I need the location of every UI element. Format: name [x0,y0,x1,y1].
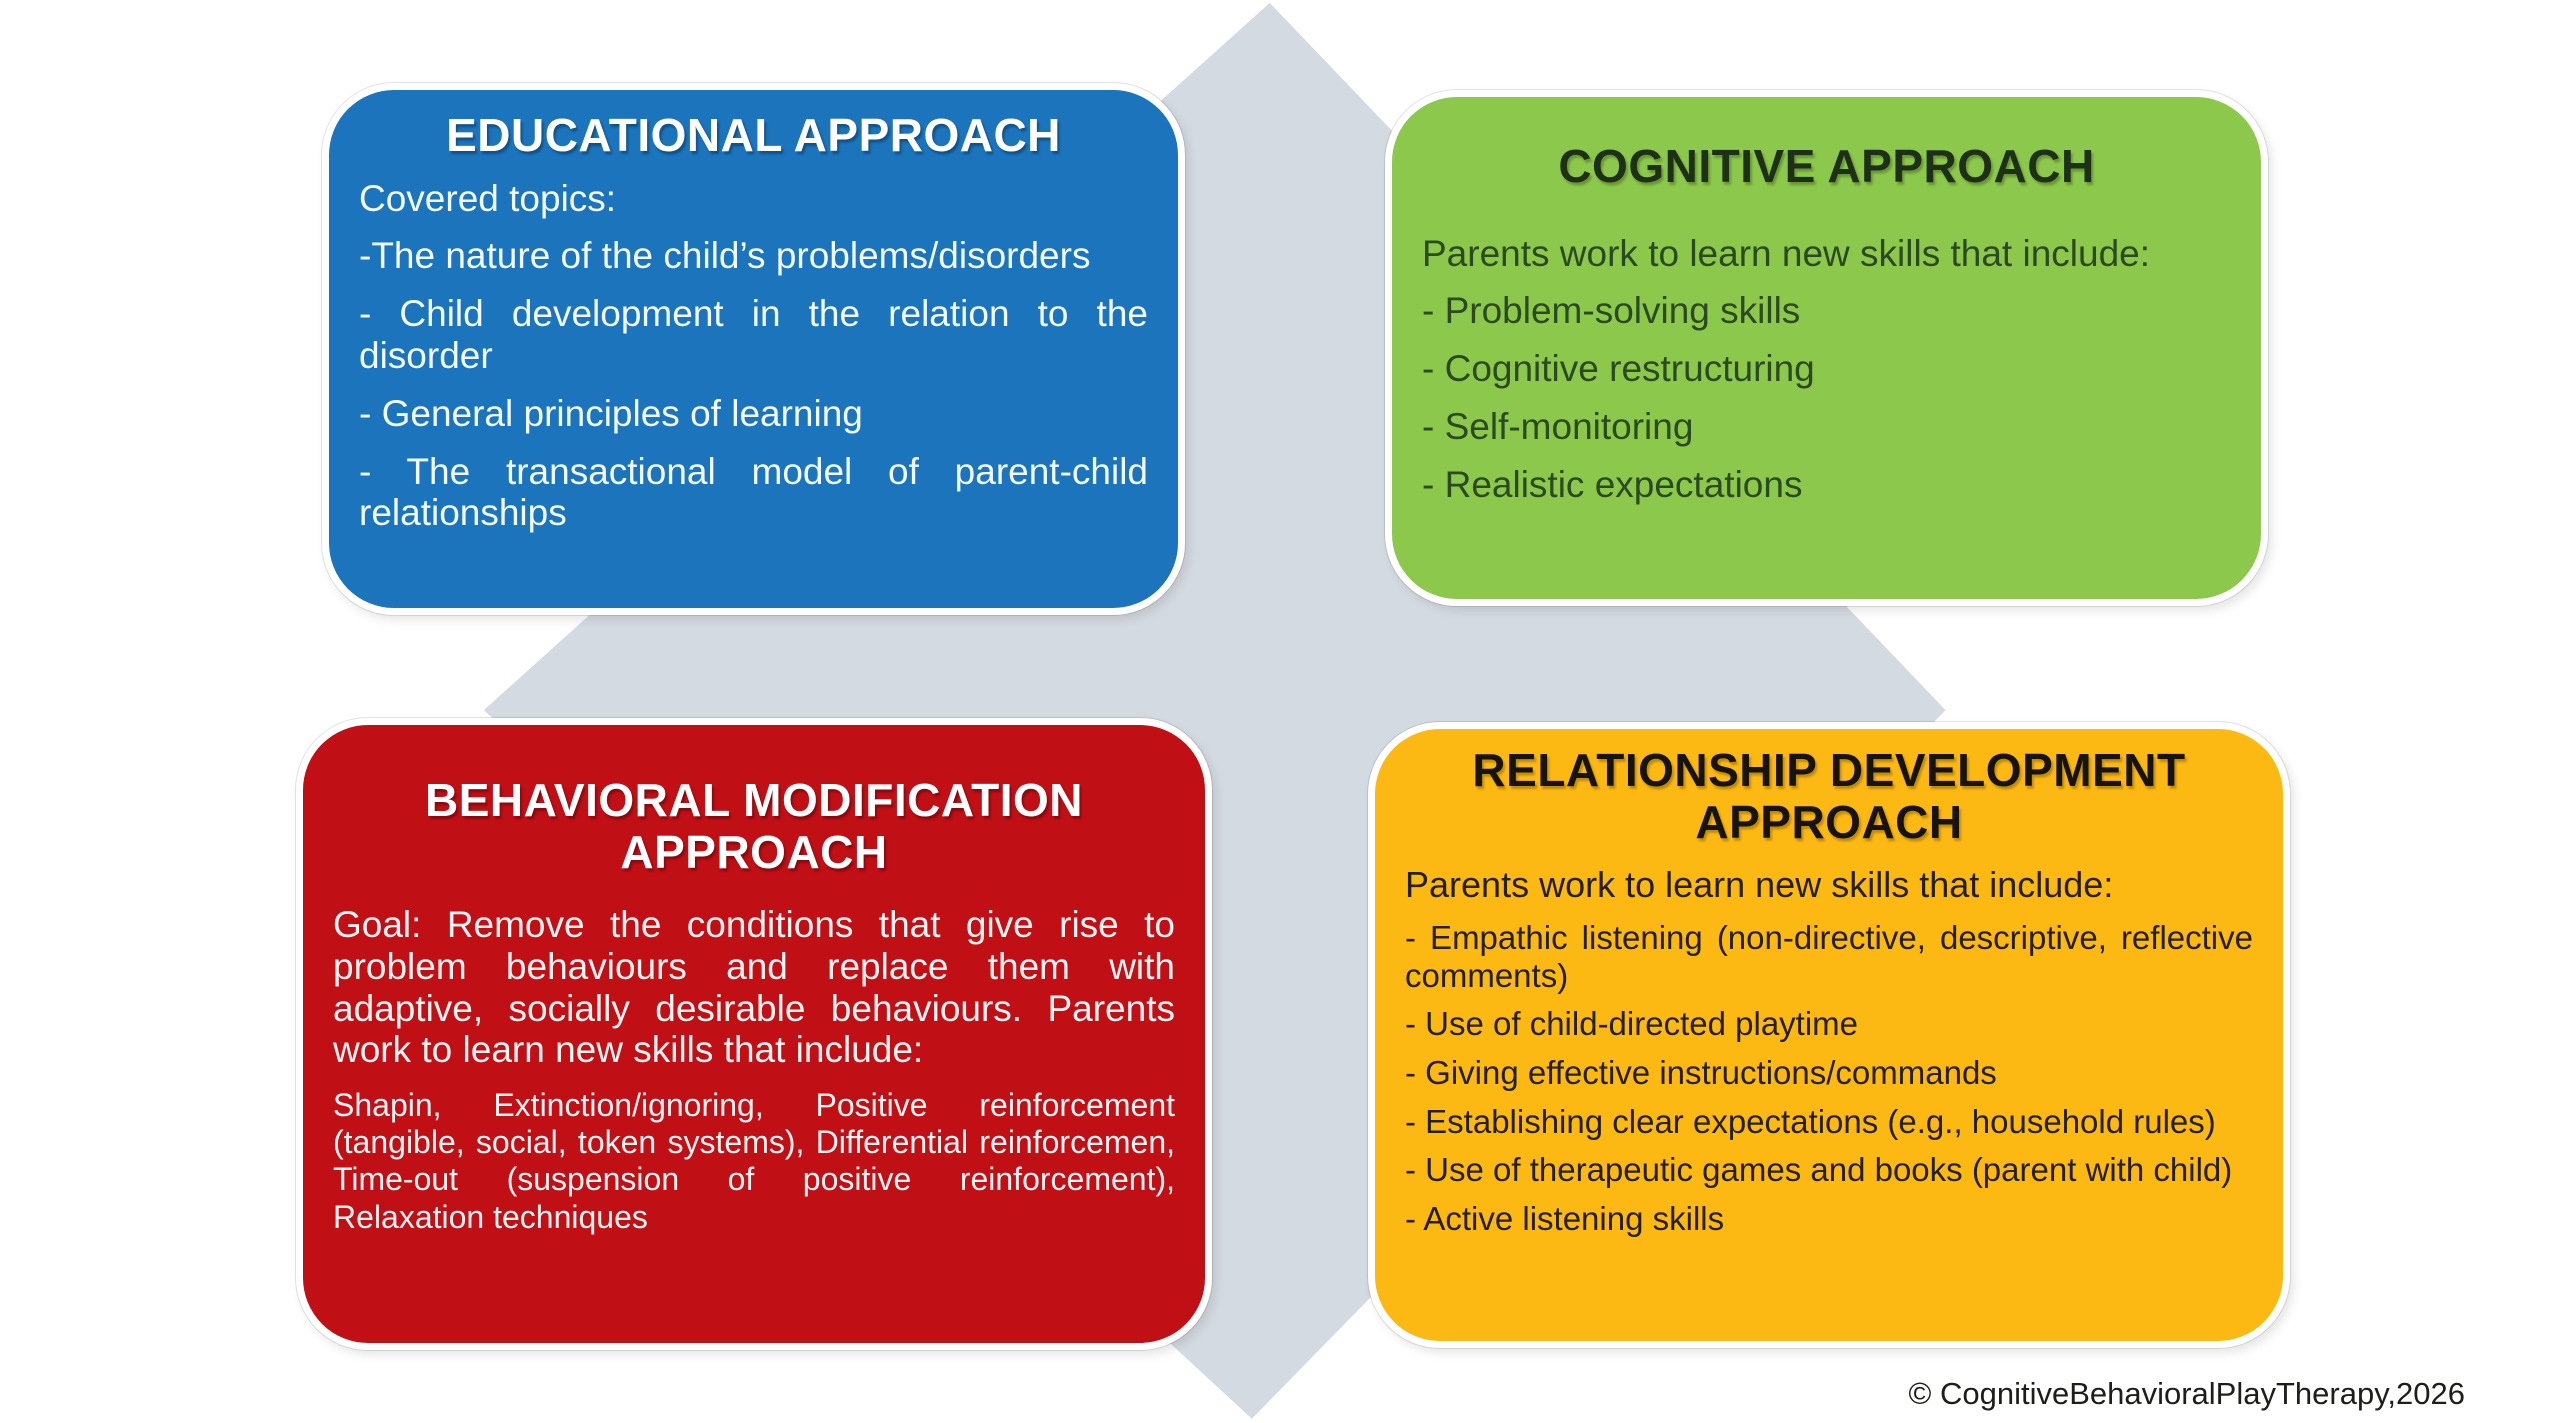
card-paragraph: - Realistic expectations [1422,463,1803,505]
card-behavioral-modification-approach: BEHAVIORAL MODIFICATION APPROACH Goal: R… [296,718,1212,1350]
card-paragraph: - Use of child-directed playtime [1405,1005,1859,1043]
card-title: RELATIONSHIP DEVELOPMENT APPROACH [1472,744,2186,848]
card-title: EDUCATIONAL APPROACH [446,109,1061,161]
card-paragraph: - The transactional model of parent-chil… [359,450,1148,534]
card-paragraph: - Use of therapeutic games and books (pa… [1405,1151,2233,1189]
card-paragraph: - Self-monitoring [1422,405,1694,447]
card-paragraph: - Child development in the relation to t… [359,293,1148,376]
card-paragraph: Covered topics: [359,177,617,219]
card-paragraph: Parents work to learn new skills that in… [1422,232,2151,274]
copyright-text: © CognitiveBehavioralPlayTherapy,2026 [1908,1376,2465,1411]
card-paragraph: - Cognitive restructuring [1422,348,1815,390]
card-title: BEHAVIORAL MODIFICATION APPROACH [424,774,1084,878]
card-paragraph: Shapin, Extinction/ignoring, Positive re… [333,1087,1175,1235]
card-paragraph: - Active listening skills [1405,1199,1725,1237]
card-paragraph: -The nature of the child’s problems/diso… [359,235,1091,277]
card-title: COGNITIVE APPROACH [1558,140,2095,192]
card-paragraph: - Giving effective instructions/commands [1405,1053,1997,1091]
card-educational-approach: EDUCATIONAL APPROACH Covered topics: -Th… [322,83,1185,615]
card-cognitive-approach: COGNITIVE APPROACH Parents work to learn… [1385,90,2268,606]
card-paragraph: - Empathic listening (non-directive, des… [1405,919,2253,994]
card-paragraph: - Establishing clear expectations (e.g.,… [1405,1102,2216,1140]
card-relationship-development-approach: RELATIONSHIP DEVELOPMENT APPROACH Parent… [1368,722,2290,1348]
card-paragraph: Parents work to learn new skills that in… [1405,864,2114,906]
card-paragraph: - Problem-solving skills [1422,290,1801,332]
card-paragraph: Goal: Remove the conditions that give ri… [333,904,1175,1071]
card-paragraph: - General principles of learning [359,392,863,434]
